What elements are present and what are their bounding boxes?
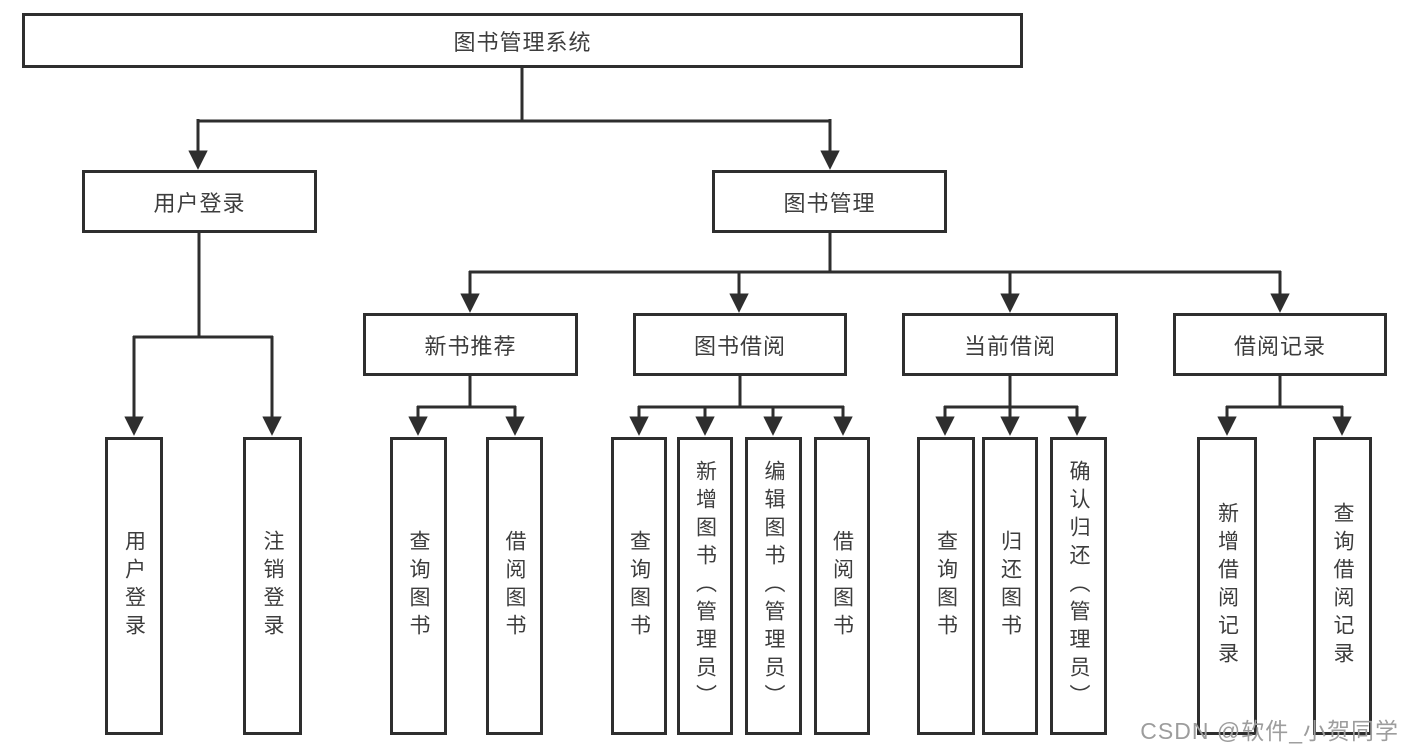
connector-book-borrow-bus: [638, 376, 844, 409]
connector-root-bus: [197, 68, 831, 123]
leaf-newbook-borrow-book-label: 借阅图书: [503, 530, 526, 642]
leaf-user-login: 用户登录: [105, 437, 163, 735]
node-book-management: 图书管理: [712, 170, 947, 233]
node-user-login-label: 用户登录: [153, 190, 246, 216]
leaf-edit-book-admin: 编辑图书（管理员）: [745, 437, 802, 735]
leaf-confirm-return-admin: 确认归还（管理员）: [1050, 437, 1107, 735]
connector-book-management-bus: [469, 233, 1281, 274]
leaf-current-query-book: 查询图书: [917, 437, 975, 735]
leaf-borrow-borrow-book-label: 借阅图书: [830, 530, 854, 642]
leaf-edit-book-admin-label: 编辑图书（管理员）: [762, 460, 785, 712]
leaf-newbook-borrow-book: 借阅图书: [486, 437, 543, 735]
leaf-add-borrow-record-label: 新增借阅记录: [1215, 502, 1239, 670]
node-user-login: 用户登录: [82, 170, 317, 233]
leaf-query-borrow-record: 查询借阅记录: [1313, 437, 1372, 735]
node-book-management-label: 图书管理: [783, 190, 876, 216]
node-current-borrow: 当前借阅: [902, 313, 1118, 376]
leaf-confirm-return-admin-label: 确认归还（管理员）: [1067, 460, 1090, 712]
connector-user-login-bus: [133, 233, 273, 339]
node-new-book-recommend-label: 新书推荐: [424, 333, 517, 359]
connector-current-borrow-bus: [944, 376, 1078, 409]
node-book-borrow: 图书借阅: [633, 313, 847, 376]
csdn-watermark: CSDN @软件_小贺同学: [1140, 718, 1399, 744]
leaf-logout-login-label: 注销登录: [261, 530, 284, 642]
leaf-borrow-borrow-book: 借阅图书: [814, 437, 870, 735]
node-new-book-recommend: 新书推荐: [363, 313, 578, 376]
leaf-borrow-query-book: 查询图书: [611, 437, 667, 735]
node-root-system-label: 图书管理系统: [453, 29, 592, 55]
leaf-add-book-admin: 新增图书（管理员）: [677, 437, 733, 735]
leaf-query-borrow-record-label: 查询借阅记录: [1331, 502, 1354, 670]
leaf-return-book-label: 归还图书: [998, 530, 1022, 642]
leaf-newbook-query-book: 查询图书: [390, 437, 447, 735]
node-borrow-record: 借阅记录: [1173, 313, 1387, 376]
leaf-return-book: 归还图书: [982, 437, 1038, 735]
node-book-borrow-label: 图书借阅: [693, 333, 786, 359]
leaf-user-login-label: 用户登录: [122, 530, 146, 642]
leaf-newbook-query-book-label: 查询图书: [407, 530, 430, 642]
leaf-add-borrow-record: 新增借阅记录: [1197, 437, 1257, 735]
node-root-system: 图书管理系统: [22, 13, 1023, 68]
leaf-borrow-query-book-label: 查询图书: [627, 530, 651, 642]
leaf-add-book-admin-label: 新增图书（管理员）: [693, 460, 717, 712]
leaf-current-query-book-label: 查询图书: [934, 530, 958, 642]
connector-new-book-bus: [417, 376, 516, 409]
node-borrow-record-label: 借阅记录: [1233, 333, 1326, 359]
connector-borrow-record-bus: [1226, 376, 1343, 409]
leaf-logout-login: 注销登录: [243, 437, 302, 735]
node-current-borrow-label: 当前借阅: [963, 333, 1056, 359]
